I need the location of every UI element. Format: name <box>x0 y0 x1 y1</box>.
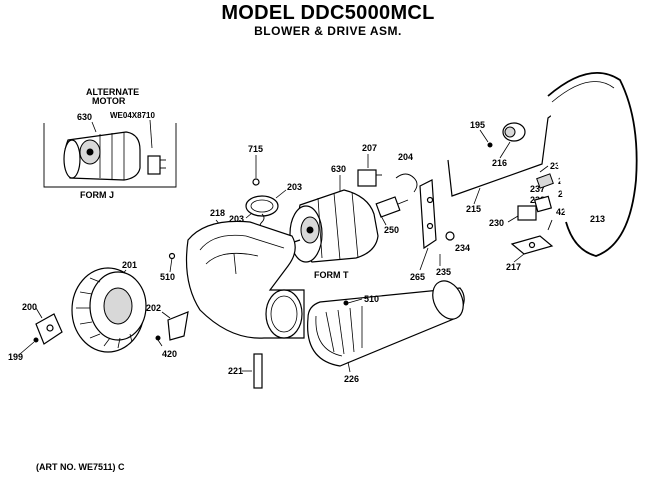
drive-motor-assembly: 630 FORM T 250 <box>287 164 409 280</box>
callout-510-left: 510 <box>160 272 175 282</box>
callout-221: 221 <box>228 366 243 376</box>
exhaust-duct: 510 226 <box>307 280 465 384</box>
inset-switch-icon <box>147 155 161 175</box>
assembly-subtitle: BLOWER & DRIVE ASM. <box>254 24 402 38</box>
motor-mount-clamp: 715 203 203 420 <box>229 144 302 244</box>
callout-630: 630 <box>331 164 346 174</box>
callout-420-bottom: 420 <box>162 349 177 359</box>
idler-arm-icon <box>447 111 557 197</box>
drive-belt: 213 <box>547 72 638 257</box>
callout-200: 200 <box>22 302 37 312</box>
bracket-265-icon <box>419 179 437 250</box>
callout-218: 218 <box>210 208 225 218</box>
callout-207: 207 <box>362 143 377 153</box>
blower-housing: 218 510 <box>160 208 305 339</box>
inset-callout-630: 630 <box>77 112 92 122</box>
callout-715: 715 <box>248 144 263 154</box>
callout-213: 213 <box>590 214 605 224</box>
callout-226: 226 <box>344 374 359 384</box>
inset-form-label: FORM J <box>80 190 114 200</box>
callout-204: 204 <box>398 152 413 162</box>
callout-230: 230 <box>489 218 504 228</box>
idler-pulley-assembly: 195 216 215 <box>447 111 557 214</box>
callout-235: 235 <box>436 267 451 277</box>
spring-204-icon <box>395 173 418 193</box>
blower-seal: 202 420 <box>146 303 189 359</box>
motor-pulley-icon <box>375 196 401 218</box>
idler-switch-bracket: 207 204 234 265 235 <box>357 143 470 282</box>
inset-part-number: WE04X8710 <box>110 111 155 120</box>
callout-217: 217 <box>506 262 521 272</box>
callout-203-left: 203 <box>229 214 244 224</box>
alternate-motor-inset: ALTERNATE MOTOR 630 WE04X8710 FORM J <box>43 87 177 200</box>
callout-250: 250 <box>384 225 399 235</box>
switch-207-icon <box>357 169 377 187</box>
callout-216: 216 <box>492 158 507 168</box>
callout-203-top: 203 <box>287 182 302 192</box>
inset-heading-line2: MOTOR <box>92 96 126 106</box>
seal-strip: 221 <box>228 353 263 389</box>
callout-420-right: 420 <box>556 207 571 217</box>
callout-202: 202 <box>146 303 161 313</box>
callout-237: 237 <box>530 184 545 194</box>
seal-202-icon <box>167 311 189 341</box>
part-230-icon <box>517 205 537 221</box>
strip-221-icon <box>253 353 263 389</box>
model-title: MODEL DDC5000MCL <box>221 2 435 24</box>
callout-265: 265 <box>410 272 425 282</box>
callout-201: 201 <box>122 260 137 270</box>
tension-spring-parts: 239 237 255 238 253 230 420 217 <box>489 161 573 272</box>
callout-234: 234 <box>455 243 470 253</box>
blower-wheel: 201 <box>71 260 147 353</box>
clamp-ring-icon <box>245 195 279 217</box>
callout-510-mid: 510 <box>364 294 379 304</box>
inset-frame <box>43 123 177 188</box>
art-number-footer: (ART NO. WE7511) C <box>36 462 125 472</box>
drive-belt-icon <box>547 72 638 257</box>
form-t-label: FORM T <box>314 270 349 280</box>
inset-heading-line1: ALTERNATE <box>86 87 139 97</box>
callout-199: 199 <box>8 352 23 362</box>
callout-239: 239 <box>550 161 565 171</box>
callout-195: 195 <box>470 120 485 130</box>
wheel-bracket: 200 199 <box>8 302 63 362</box>
callout-215: 215 <box>466 204 481 214</box>
